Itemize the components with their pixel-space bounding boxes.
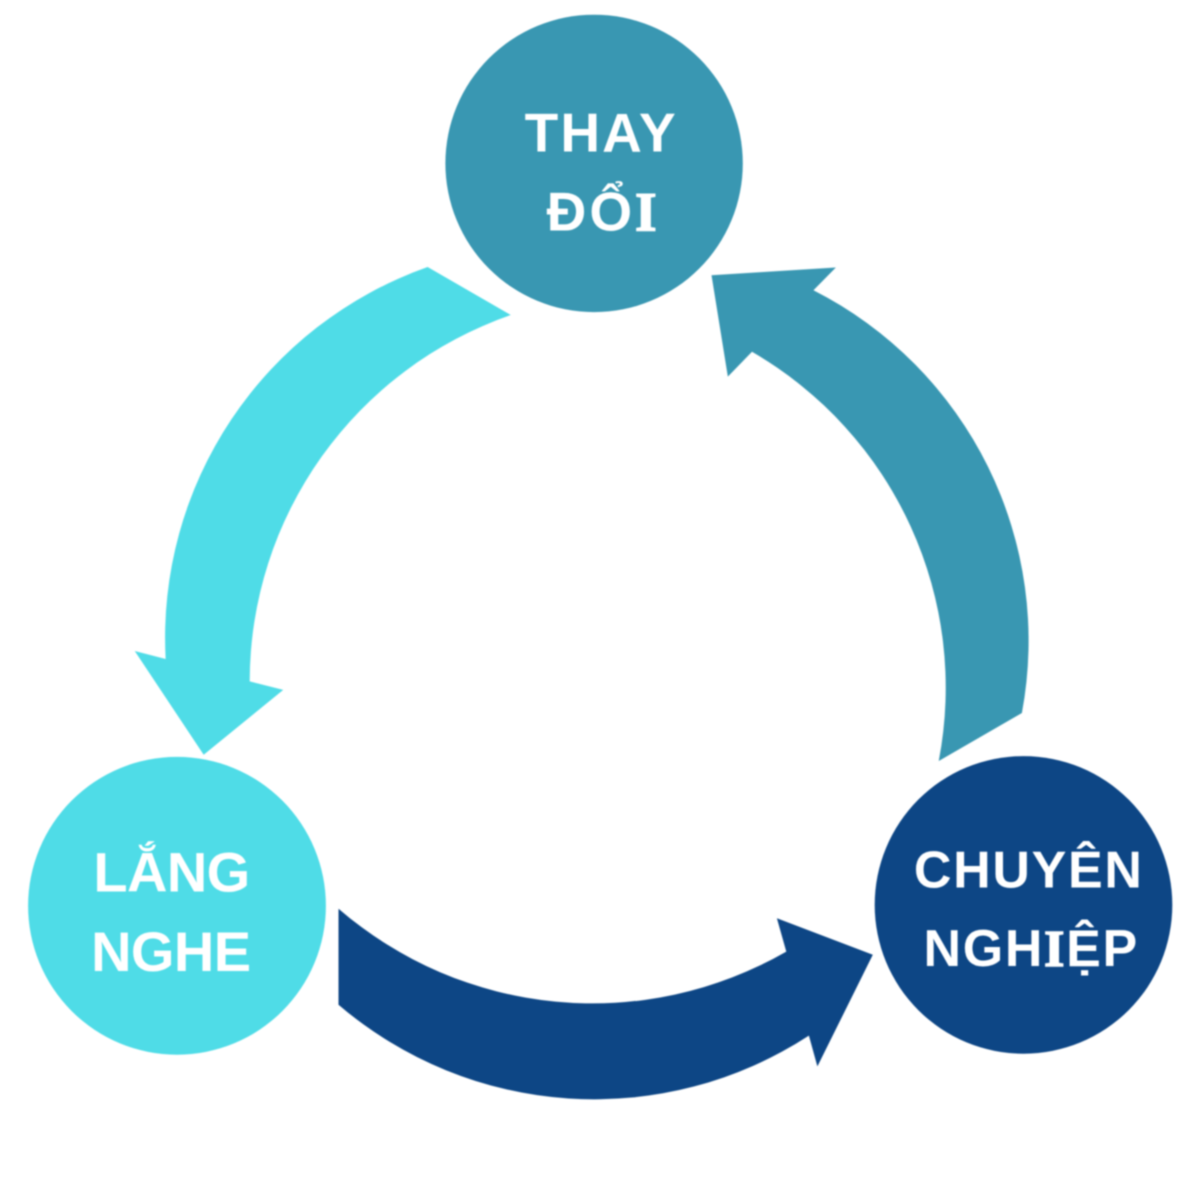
svg-text:ĐỔI: ĐỔI <box>547 181 660 243</box>
svg-text:NGHE: NGHE <box>91 920 250 983</box>
svg-text:CHUYÊN: CHUYÊN <box>914 840 1144 899</box>
svg-text:NGHIỆP: NGHIỆP <box>924 919 1139 978</box>
svg-text:LẮNG: LẮNG <box>93 841 249 904</box>
svg-text:THAY: THAY <box>525 102 678 164</box>
